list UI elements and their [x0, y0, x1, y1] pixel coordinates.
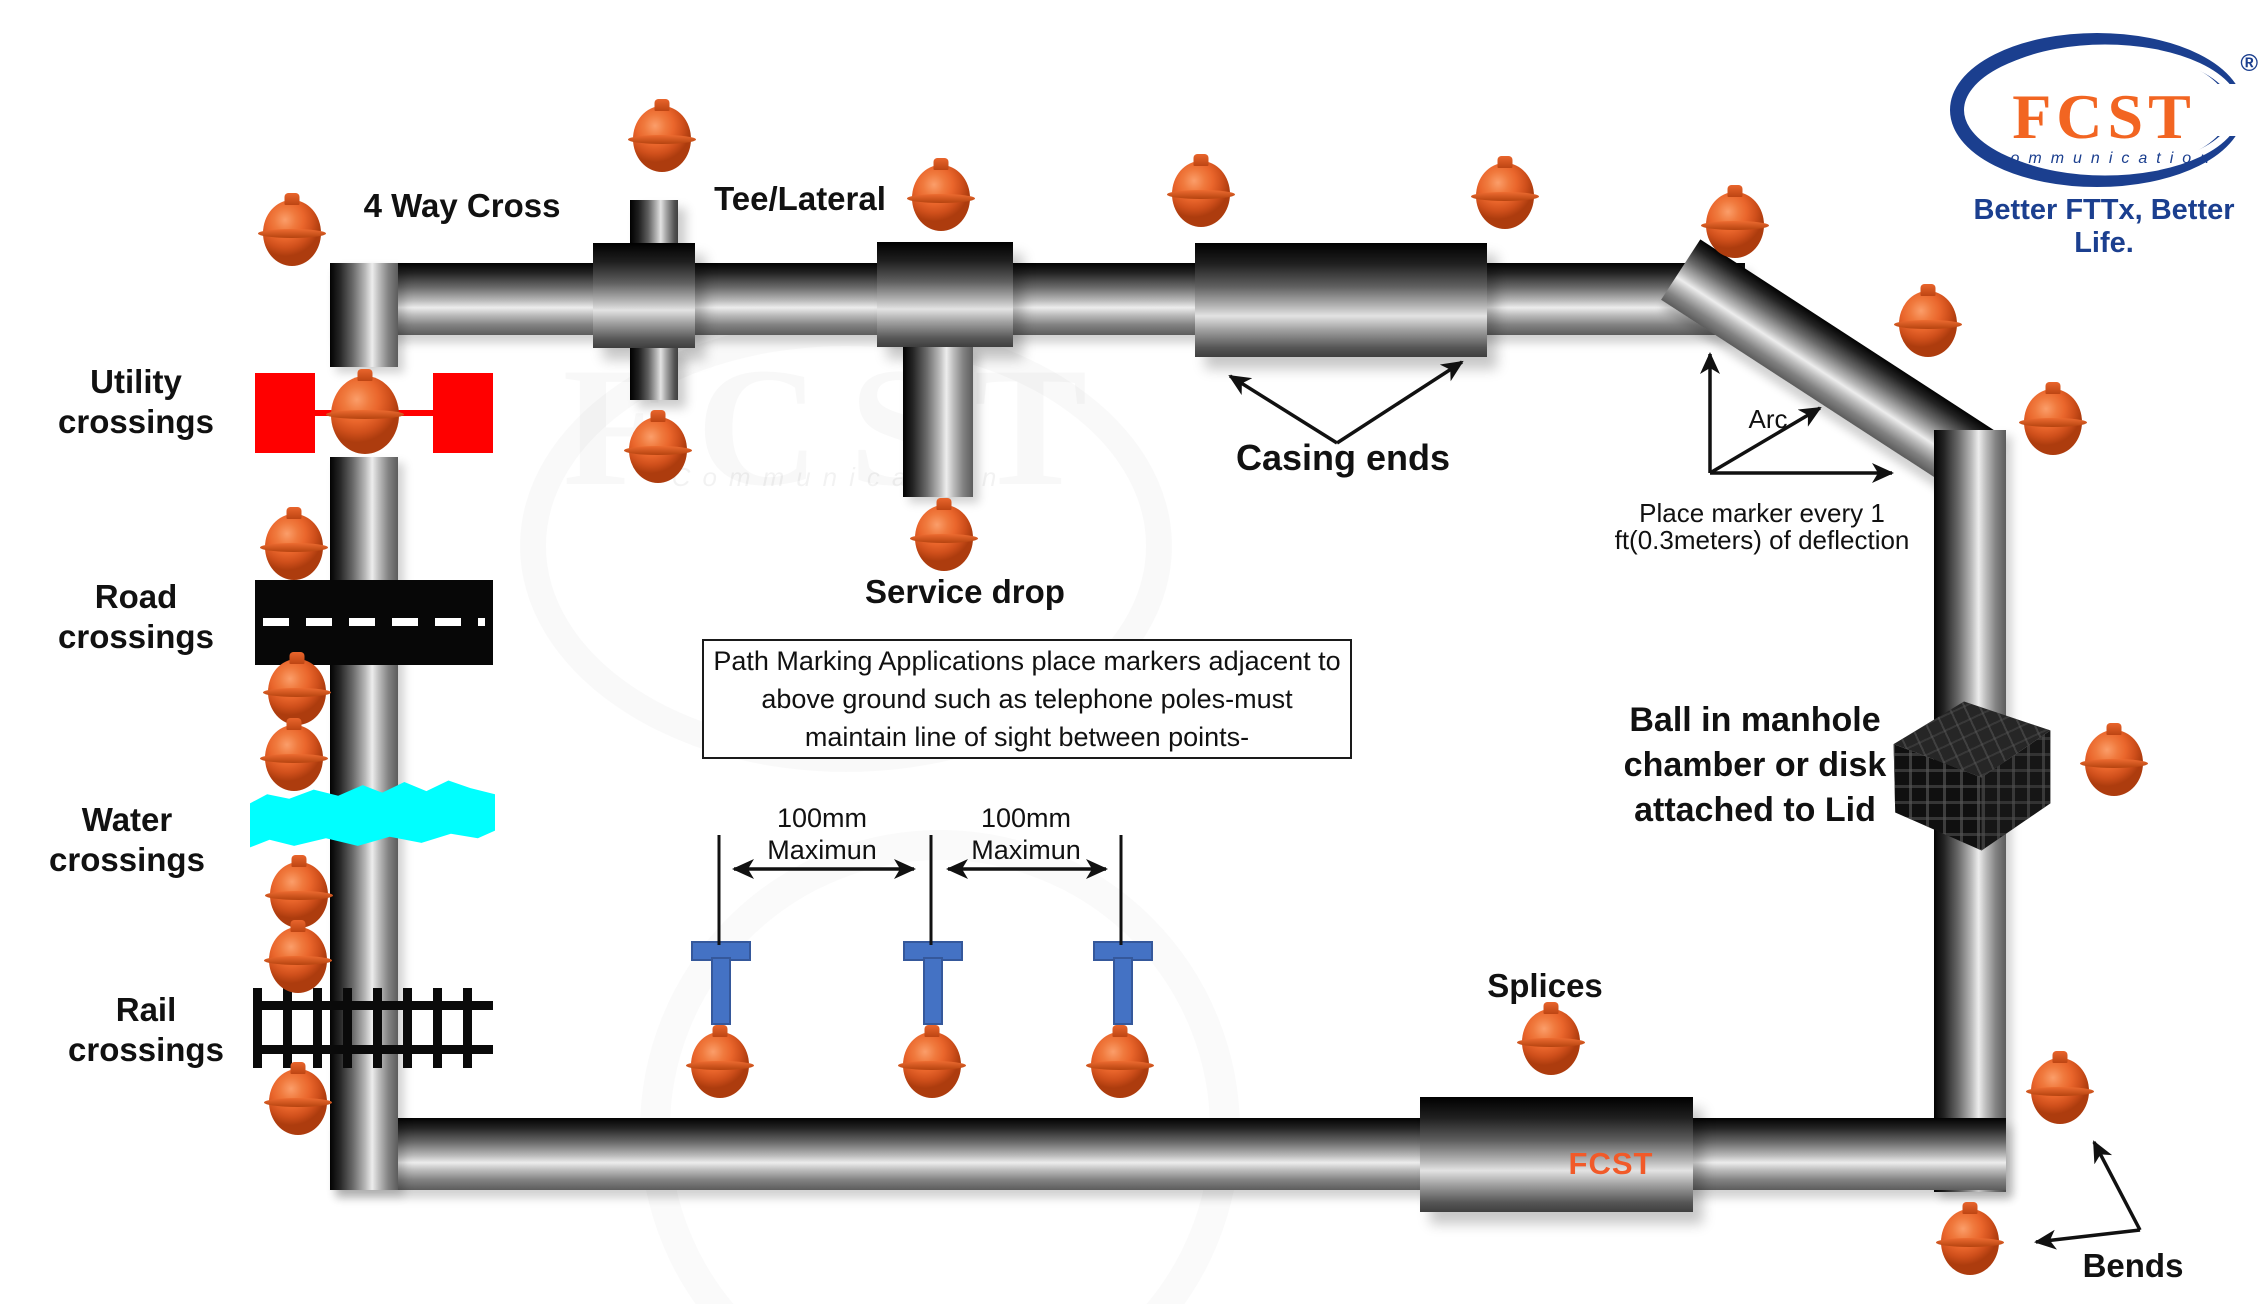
top-pipe: [330, 263, 1745, 335]
spacing-label-1: 100mm Maximun: [767, 802, 877, 866]
marker-ball: [1894, 291, 1962, 357]
path-marking-note-line1: Path Marking Applications place markers …: [713, 646, 1341, 676]
bottom-pipe: [330, 1118, 2006, 1190]
telephone-pole-stem-3: [1113, 957, 1133, 1025]
marker-ball: [260, 514, 328, 580]
four-way-cross-body: [593, 243, 695, 348]
telephone-pole-stem-1: [711, 957, 731, 1025]
casing-ends-arrow-right: [1336, 360, 1464, 445]
spacing-value-2: 100mm: [980, 803, 1072, 833]
marker-ball-bend-upper: [2026, 1058, 2094, 1124]
service-drop-label: Service drop: [865, 573, 1065, 610]
spacing-qualifier-1: Maximun: [767, 835, 877, 865]
bends-label: Bends: [2082, 1247, 2184, 1284]
fcst-logo-brand-text: FCST: [2012, 81, 2196, 152]
registered-trademark-symbol: ®: [2240, 50, 2258, 77]
spacing-label-2: 100mm Maximun: [971, 802, 1081, 866]
deflection-note-line2: ft(0.3meters) of deflection: [1614, 525, 1910, 555]
marker-ball-pole-2: [898, 1032, 966, 1098]
left-pipe-upper: [330, 263, 398, 367]
four-way-cross-label: 4 Way Cross: [363, 187, 561, 224]
road-crossing-graphic: [255, 580, 493, 665]
road-crossings-label: Road crossings: [58, 578, 214, 655]
casing-ends-arrow-left: [1228, 374, 1338, 445]
arc-label: Arc: [1748, 404, 1788, 434]
manhole-chamber: [1892, 700, 2052, 852]
tee-lateral-body: [877, 242, 1013, 347]
splice-closure-brand-text: FCST: [1568, 1146, 1654, 1181]
telephone-pole-stem-2: [923, 957, 943, 1025]
marker-ball: [260, 725, 328, 791]
marker-ball: [258, 200, 326, 266]
manhole-label: Ball in manhole chamber or disk attached…: [1623, 701, 1887, 829]
road-center-dashes: [263, 618, 485, 626]
spacing-qualifier-2: Maximun: [971, 835, 1081, 865]
fcst-logo-subtitle: Communication: [1989, 150, 2219, 167]
fcst-logo-swoosh: [1950, 33, 2252, 187]
marker-ball-pole-1: [686, 1032, 754, 1098]
spacing-value-1: 100mm: [776, 803, 868, 833]
utility-crossing-block-left: [255, 373, 315, 453]
path-marking-note-box: Path Marking Applications place markers …: [702, 639, 1352, 759]
path-marking-note-line2: above ground such as telephone poles-mus…: [761, 684, 1293, 714]
deflection-note: Place marker every 1 ft(0.3meters) of de…: [1615, 500, 1910, 554]
marker-ball-utility: [325, 376, 405, 454]
marker-ball: [265, 862, 333, 928]
utility-crossing-block-right: [433, 373, 493, 453]
four-way-cross-top-stub: [630, 200, 678, 246]
marker-ball-splices: [1517, 1009, 1585, 1075]
fcst-logo-tagline: Better FTTx, Better Life.: [1973, 194, 2235, 259]
marker-ball: [264, 1069, 332, 1135]
bends-arrow-upper: [2092, 1140, 2142, 1231]
marker-ball: [628, 106, 696, 172]
deflection-note-line1: Place marker every 1: [1639, 498, 1885, 528]
rail-crossing-graphic: [253, 988, 493, 1068]
four-way-cross-bottom-stub: [630, 348, 678, 400]
casing-ends-label: Casing ends: [1235, 437, 1451, 478]
marker-ball: [1471, 163, 1539, 229]
casing-body: [1195, 243, 1487, 357]
marker-ball: [1167, 161, 1235, 227]
service-drop-pipe: [903, 347, 973, 497]
rail-crossings-label: Rail crossings: [68, 991, 224, 1068]
bends-arrow-lower: [2034, 1228, 2141, 1250]
splices-label: Splices: [1487, 967, 1603, 1004]
utility-crossings-label: Utility crossings: [58, 363, 214, 440]
water-crossings-label: Water crossings: [49, 801, 205, 878]
marker-ball: [263, 659, 331, 725]
path-marking-note-line3: maintain line of sight between points-: [804, 722, 1250, 752]
marker-ball: [264, 927, 332, 993]
watermark-communication-text: Communication: [671, 462, 1009, 492]
marker-ball: [624, 417, 692, 483]
marker-ball: [1701, 192, 1769, 258]
marker-ball-pole-3: [1086, 1032, 1154, 1098]
marker-ball: [2019, 389, 2087, 455]
tee-lateral-label: Tee/Lateral: [714, 180, 886, 217]
fcst-logo: FCST ® Communication Better FTTx, Better…: [1942, 26, 2266, 259]
marker-ball: [907, 165, 975, 231]
marker-ball-service-drop: [910, 505, 978, 571]
splice-closure-body: [1420, 1097, 1693, 1212]
marker-ball-bend-lower: [1936, 1209, 2004, 1275]
marker-ball-manhole: [2080, 730, 2148, 796]
